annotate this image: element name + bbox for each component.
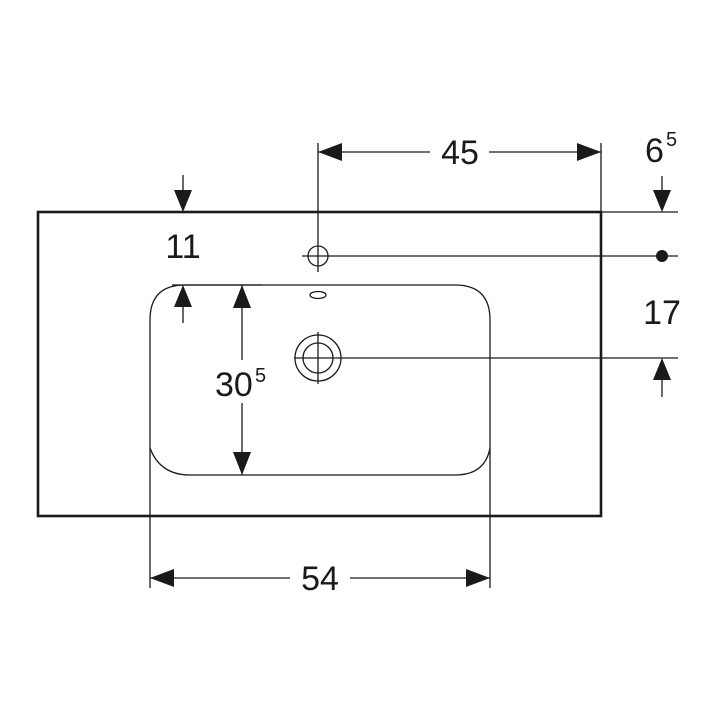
svg-text:5: 5 xyxy=(666,129,677,151)
dimension-54: 54 xyxy=(150,560,490,598)
svg-text:11: 11 xyxy=(165,228,200,266)
svg-text:54: 54 xyxy=(301,560,339,598)
dimension-30-5: 30 5 xyxy=(215,285,266,475)
dimension-11: 11 xyxy=(165,175,201,323)
countertop-outline xyxy=(36,210,603,518)
basin-bowl-front-curve xyxy=(149,447,491,476)
overflow-slot xyxy=(309,290,327,300)
basin-bowl-outline xyxy=(149,284,491,440)
tap-hole xyxy=(302,240,334,272)
svg-text:5: 5 xyxy=(255,365,266,387)
dimension-45: 45 xyxy=(318,134,601,172)
reference-point xyxy=(656,250,668,262)
drain-hole xyxy=(294,332,342,384)
svg-text:45: 45 xyxy=(441,134,479,172)
dimension-17: 17 xyxy=(643,294,681,397)
extension-lines xyxy=(149,143,678,588)
dimension-6-5: 6 5 xyxy=(645,129,677,212)
svg-text:6: 6 xyxy=(645,132,664,170)
svg-text:17: 17 xyxy=(643,294,681,332)
svg-text:30: 30 xyxy=(215,366,253,404)
